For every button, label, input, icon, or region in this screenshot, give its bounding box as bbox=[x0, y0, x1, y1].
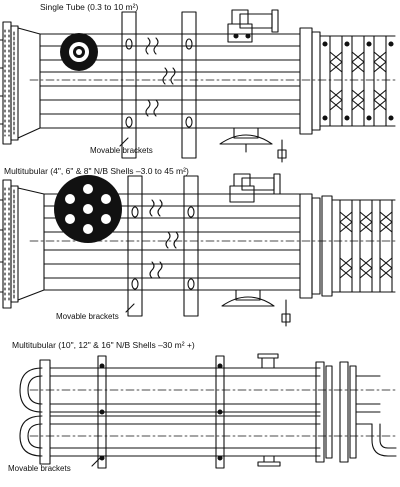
movable-bracket-1b bbox=[181, 11, 197, 159]
single-tube-section-icon bbox=[60, 33, 98, 71]
caption-single-tube: Single Tube (0.3 to 10 m²) bbox=[40, 2, 139, 12]
movable-bracket-3b bbox=[215, 355, 225, 469]
top-nozzle-1 bbox=[227, 9, 279, 43]
break-marks-2 bbox=[149, 199, 179, 279]
return-bend-header-1 bbox=[299, 27, 396, 135]
top-nozzle-3 bbox=[257, 353, 279, 369]
bracket-leader-2 bbox=[125, 303, 135, 313]
return-bend-header-2 bbox=[299, 193, 396, 299]
bottom-nozzle-2 bbox=[221, 289, 291, 327]
left-u-bends-3 bbox=[19, 359, 51, 465]
movable-bracket-3a bbox=[97, 355, 107, 469]
top-nozzle-2 bbox=[229, 173, 281, 203]
multi-tube-section-icon bbox=[54, 175, 122, 243]
right-header-3 bbox=[315, 361, 397, 463]
caption-multitubular-large: Multitubular (10", 12" & 16" N/B Shells … bbox=[12, 340, 195, 350]
movable-bracket-1a bbox=[121, 11, 137, 159]
left-flange-assembly-2 bbox=[0, 179, 45, 309]
single-tube-exchanger bbox=[0, 9, 396, 163]
bracket-leader-3 bbox=[91, 457, 101, 467]
label-movable-brackets-3: Movable brackets bbox=[8, 464, 71, 473]
bracket-leader-1 bbox=[119, 137, 129, 147]
multitubular-small-exchanger bbox=[0, 173, 396, 327]
movable-bracket-2b bbox=[183, 175, 199, 317]
shell-tubes-3 bbox=[29, 367, 396, 457]
movable-bracket-2a bbox=[127, 175, 143, 317]
label-movable-brackets-2: Movable brackets bbox=[56, 312, 119, 321]
bottom-nozzle-1 bbox=[219, 127, 287, 163]
left-flange-assembly-1 bbox=[0, 21, 41, 145]
multitubular-large-exchanger bbox=[19, 353, 397, 469]
break-marks-1 bbox=[145, 37, 176, 117]
bottom-nozzle-3 bbox=[257, 455, 281, 467]
caption-multitubular-small: Multitubular (4", 6" & 8" N/B Shells –3.… bbox=[4, 166, 189, 176]
label-movable-brackets-1: Movable brackets bbox=[90, 146, 153, 155]
